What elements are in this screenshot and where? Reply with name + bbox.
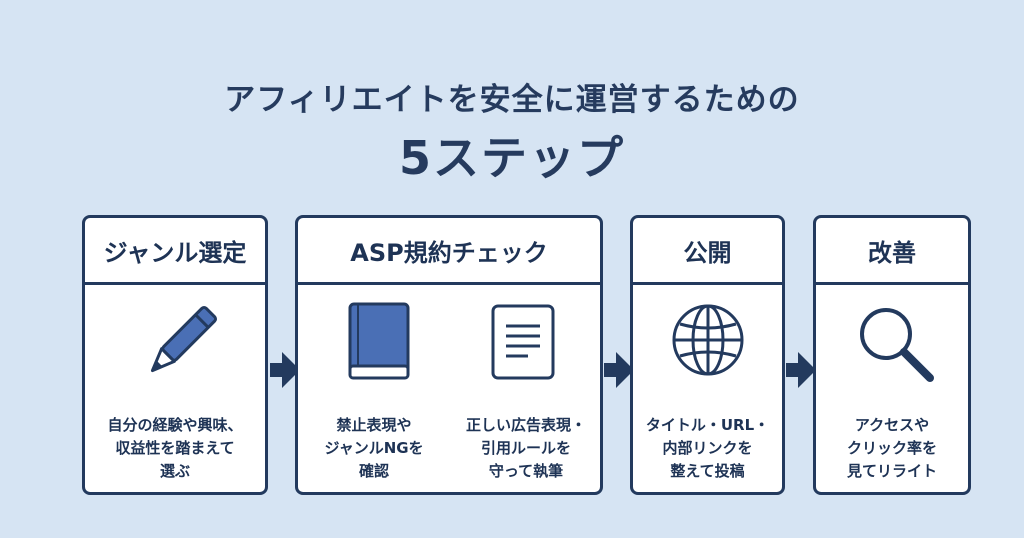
step-heading: 改善	[816, 218, 968, 285]
step-description: タイトル・URL・ 内部リンクを 整えて投稿	[645, 416, 770, 480]
step-subitem-document: 正しい広告表現・ 引用ルールを 守って執筆	[450, 218, 602, 492]
step-description: 禁止表現や ジャンルNGを 確認	[324, 416, 424, 480]
step-description: 自分の経験や興味、 収益性を踏まえて 選ぶ	[107, 416, 243, 480]
step-heading: ジャンル選定	[85, 218, 265, 285]
magnifier-icon	[860, 308, 934, 382]
step-card-genre: ジャンル選定 自分の経験や興味、 収益性を踏まえて 選ぶ	[82, 215, 268, 495]
step-description: 正しい広告表現・ 引用ルールを 守って執筆	[465, 416, 586, 480]
title-line-1: アフィリエイトを安全に運営するための	[224, 82, 800, 118]
step-card-improve: 改善 アクセスや クリック率を 見てリライト	[813, 215, 971, 495]
title-line-2: 5ステップ	[398, 131, 625, 185]
arrow-right-icon	[604, 352, 634, 388]
step-description: アクセスや クリック率を 見てリライト	[846, 416, 937, 480]
pencil-icon	[150, 305, 218, 373]
step-heading: 公開	[633, 218, 782, 285]
step-subitem-book: 禁止表現や ジャンルNGを 確認	[298, 218, 450, 492]
book-icon	[348, 302, 410, 380]
globe-icon	[672, 304, 744, 376]
document-icon	[491, 304, 555, 380]
step-card-asp-check: ASP規約チェック 禁止表現や ジャンルNGを 確認 正しい広告表現・ 引用ルー…	[295, 215, 603, 495]
step-heading: ASP規約チェック	[298, 218, 600, 285]
arrow-right-icon	[786, 352, 816, 388]
arrow-right-icon	[270, 352, 300, 388]
step-card-publish: 公開 タイトル・URL・ 内部リンクを 整えて投稿	[630, 215, 785, 495]
